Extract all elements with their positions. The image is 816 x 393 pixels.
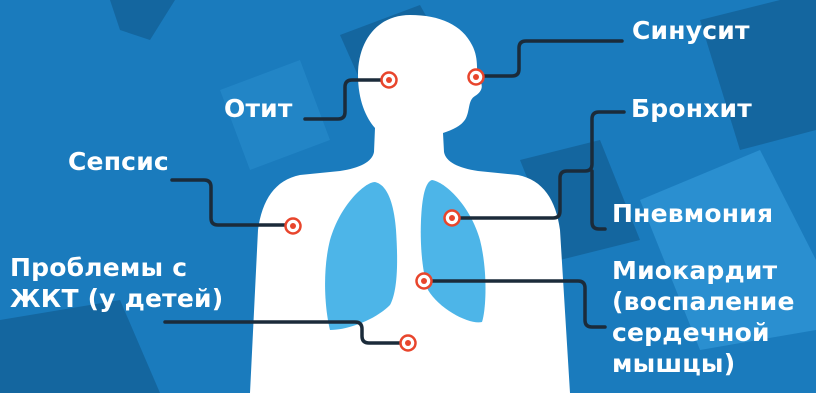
label-bronchitis: Бронхит — [631, 93, 752, 124]
label-myocarditis-line-4: мышцы) — [612, 348, 795, 379]
label-myocarditis-line-2: (воспаление — [612, 286, 795, 317]
label-myocarditis: Миокардит (воспаление сердечной мышцы) — [612, 255, 795, 379]
label-gi-line-2: ЖКТ (у детей) — [10, 283, 223, 314]
label-myocarditis-line-1: Миокардит — [612, 255, 795, 286]
label-myocarditis-line-3: сердечной — [612, 317, 795, 348]
marker-dot-icon — [286, 219, 301, 234]
label-gi-problems: Проблемы с ЖКТ (у детей) — [10, 252, 223, 314]
marker-dot-icon — [382, 73, 397, 88]
marker-dot-icon — [469, 70, 484, 85]
label-sinusitis: Синусит — [632, 15, 750, 46]
bg-shape-top-left — [110, 0, 175, 40]
label-otitis: Отит — [224, 93, 293, 124]
marker-dot-icon — [401, 336, 416, 351]
marker-dot-icon — [445, 211, 460, 226]
label-sepsis: Сепсис — [68, 146, 169, 177]
marker-dot-icon — [417, 274, 432, 289]
connector-sinusitis — [478, 41, 622, 76]
label-pneumonia: Пневмония — [612, 198, 773, 229]
label-gi-line-1: Проблемы с — [10, 252, 223, 283]
